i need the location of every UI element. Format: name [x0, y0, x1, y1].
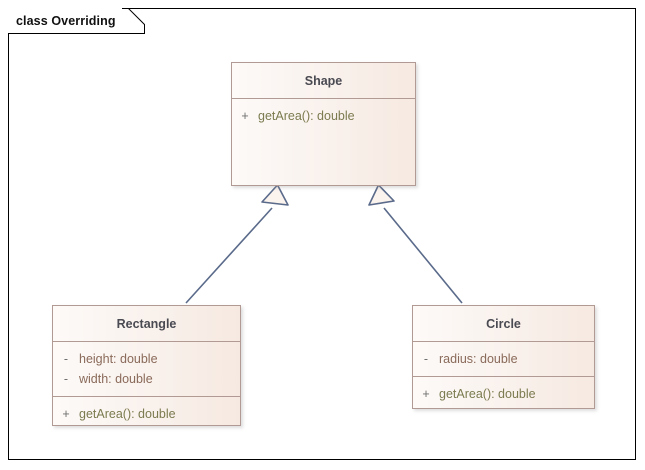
visibility-marker: -: [423, 352, 429, 366]
operations-compartment-rectangle: + getArea(): double: [53, 396, 240, 425]
diagram-frame: [8, 8, 636, 460]
operation-label: getArea(): double: [258, 109, 355, 123]
operation-label: getArea(): double: [79, 407, 176, 421]
attributes-compartment-circle: - radius: double: [413, 342, 594, 376]
operation-label: getArea(): double: [439, 387, 536, 401]
visibility-marker: +: [422, 387, 430, 401]
visibility-marker: -: [63, 372, 69, 386]
operation-row: + getArea(): double: [232, 106, 415, 126]
class-name-circle: Circle: [413, 306, 594, 342]
attribute-row: - width: double: [53, 369, 240, 389]
operation-row: + getArea(): double: [53, 404, 240, 424]
visibility-marker: -: [63, 352, 69, 366]
operation-row: + getArea(): double: [413, 384, 594, 404]
operations-compartment-circle: + getArea(): double: [413, 376, 594, 408]
generalization-circle-to-shape: [368, 184, 463, 304]
frame-label: class Overriding: [8, 8, 122, 33]
visibility-marker: +: [241, 109, 249, 123]
class-box-shape[interactable]: Shape + getArea(): double: [231, 62, 416, 186]
attributes-compartment-rectangle: - height: double - width: double: [53, 342, 240, 396]
operations-compartment-shape: + getArea(): double: [232, 99, 415, 185]
class-name-shape: Shape: [232, 63, 415, 99]
attribute-row: - height: double: [53, 349, 240, 369]
attribute-label: width: double: [79, 372, 153, 386]
class-box-circle[interactable]: Circle - radius: double + getArea(): dou…: [412, 305, 595, 409]
attribute-label: radius: double: [439, 352, 518, 366]
visibility-marker: +: [62, 407, 70, 421]
generalization-rectangle-to-shape: [185, 184, 289, 304]
class-name-rectangle: Rectangle: [53, 306, 240, 342]
class-box-rectangle[interactable]: Rectangle - height: double - width: doub…: [52, 305, 241, 426]
attribute-label: height: double: [79, 352, 158, 366]
attribute-row: - radius: double: [413, 349, 594, 369]
